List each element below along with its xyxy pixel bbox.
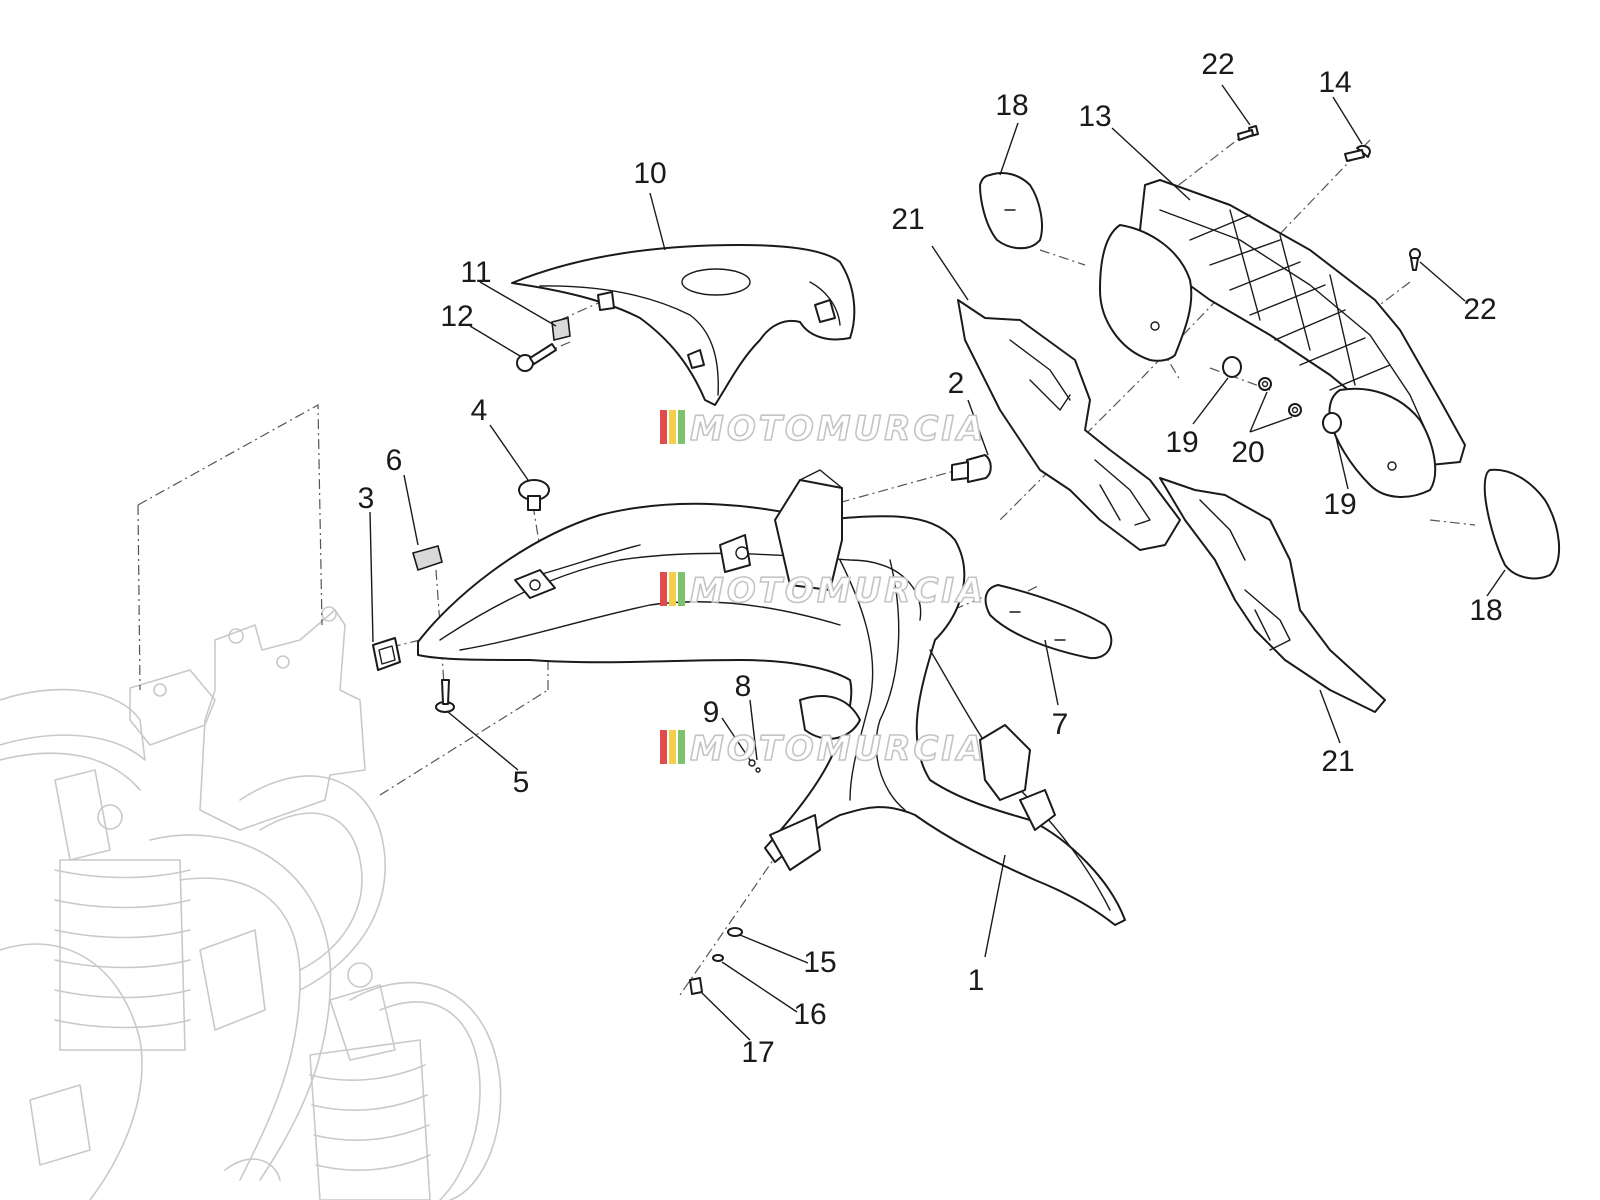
- callout-14: 14: [1318, 66, 1351, 99]
- part-reflector-18-top: [979, 172, 1043, 250]
- callout-8: 8: [735, 670, 752, 703]
- callout-6: 6: [386, 444, 403, 477]
- part-rear-mudguard: [417, 469, 1126, 926]
- callout-18-bottom: 18: [1469, 594, 1502, 627]
- callout-22-top: 22: [1201, 48, 1234, 81]
- part-bolt-2: [951, 454, 992, 483]
- callout-19-left: 19: [1165, 426, 1198, 459]
- part-screw-5: [435, 679, 455, 713]
- callout-5: 5: [513, 766, 530, 799]
- callout-19-right: 19: [1323, 488, 1356, 521]
- callout-21-bottom: 21: [1321, 745, 1354, 778]
- ghost-frame: [0, 606, 502, 1200]
- part-clip-11: [551, 317, 571, 341]
- watermark-stripe-red: [660, 572, 667, 606]
- part-clip-3: [372, 637, 401, 671]
- callout-21-top: 21: [891, 203, 924, 236]
- part-screw-14: [1344, 144, 1371, 162]
- part-bracket-21-right: [1159, 477, 1386, 713]
- callout-3: 3: [358, 482, 375, 515]
- watermark-stripe-green: [678, 572, 685, 606]
- part-plate-holder-13: [1099, 179, 1466, 498]
- callout-labels: 1 2 3 4 5 6 7 8 9 10 11 12 13 14 15 16 1…: [358, 48, 1503, 1069]
- callout-7: 7: [1052, 708, 1069, 741]
- watermark-stripe-green: [678, 730, 685, 764]
- callout-18-top: 18: [995, 89, 1028, 122]
- callout-20: 20: [1231, 436, 1264, 469]
- part-screw-22-right: [1409, 248, 1421, 271]
- callout-4: 4: [471, 394, 488, 427]
- leader-lines: [369, 84, 1506, 1041]
- part-washers-19-20: [1222, 356, 1342, 434]
- watermark-stripe-green: [678, 410, 685, 444]
- watermark-stripe-red: [660, 730, 667, 764]
- watermark-3: MOTOMURCIA: [660, 728, 986, 770]
- callout-1: 1: [968, 964, 985, 997]
- callout-17: 17: [741, 1036, 774, 1069]
- watermark-1: MOTOMURCIA: [660, 408, 986, 450]
- callout-13: 13: [1078, 100, 1111, 133]
- callout-10: 10: [633, 157, 666, 190]
- part-bolt-4: [518, 479, 550, 511]
- callout-15: 15: [803, 946, 836, 979]
- watermark-text: MOTOMURCIA: [690, 409, 986, 449]
- part-reflector-18-bottom: [1483, 468, 1561, 580]
- part-fastener-8-9: [748, 759, 761, 773]
- part-washers: [689, 927, 743, 995]
- callout-11: 11: [460, 256, 491, 289]
- callout-16: 16: [793, 998, 826, 1031]
- watermark-text: MOTOMURCIA: [690, 729, 986, 769]
- watermark-stripe-yellow: [669, 730, 676, 764]
- watermark-text: MOTOMURCIA: [690, 571, 986, 611]
- watermark-2: MOTOMURCIA: [660, 570, 986, 612]
- callout-12: 12: [440, 300, 473, 333]
- watermark-stripe-red: [660, 410, 667, 444]
- watermark-stripe-yellow: [669, 572, 676, 606]
- part-upper-cover: [511, 244, 856, 406]
- watermark-stripe-yellow: [669, 410, 676, 444]
- part-screw-22-top: [1237, 125, 1259, 141]
- part-reflector-7: [984, 584, 1113, 660]
- callout-9: 9: [703, 696, 720, 729]
- part-clip-6: [412, 545, 443, 572]
- callout-2: 2: [948, 367, 965, 400]
- part-screw-12: [516, 343, 557, 372]
- part-bracket-21-left: [957, 299, 1181, 551]
- callout-22-right: 22: [1463, 293, 1496, 326]
